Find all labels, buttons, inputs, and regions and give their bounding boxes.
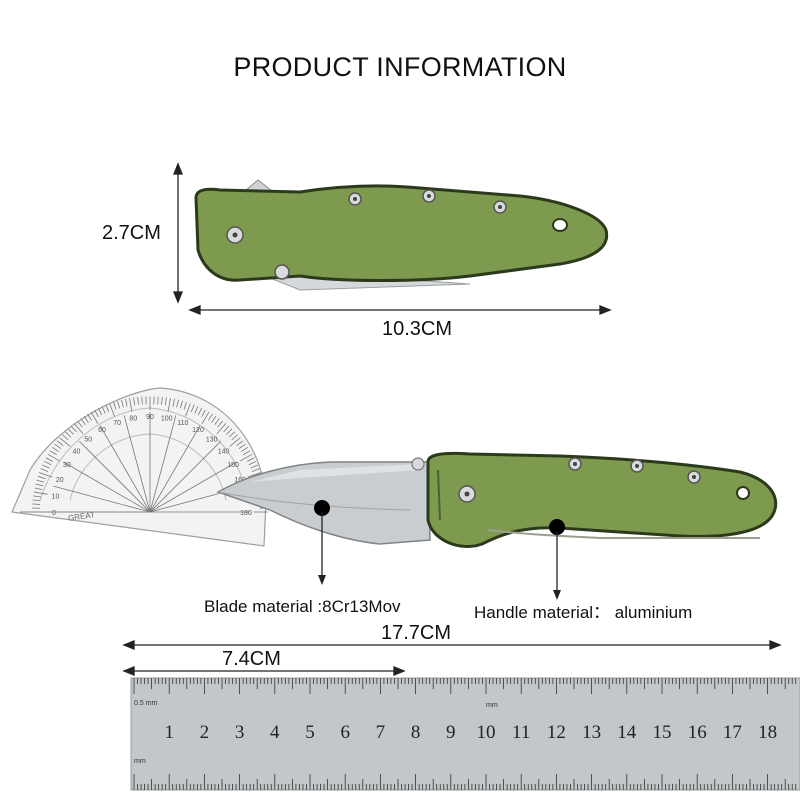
blade-length-arrow [122, 666, 406, 676]
ruler-number: 5 [305, 722, 315, 743]
blade-length-label: 7.4CM [222, 648, 281, 670]
ruler-number: 7 [376, 722, 386, 743]
blade-callout-marker [314, 500, 330, 585]
ruler-number: 4 [270, 722, 280, 743]
protractor-label: 10 [52, 493, 60, 500]
height-dimension-arrow [173, 162, 183, 304]
protractor-label: 30 [63, 462, 71, 469]
protractor: 9080100701106012050130401403015020160101… [11, 387, 268, 547]
protractor-label: 180 [240, 510, 252, 517]
ruler-number: 11 [512, 722, 530, 743]
ruler-number: 8 [411, 722, 421, 743]
protractor-label: 40 [73, 448, 81, 455]
ruler-number: 13 [582, 722, 601, 743]
protractor-label: 60 [98, 427, 106, 434]
page-title: PRODUCT INFORMATION [233, 52, 567, 82]
protractor-label: 90 [146, 414, 154, 421]
ruler-unit-label-mid: mm [486, 702, 498, 709]
ruler-number: 6 [340, 722, 350, 743]
handle-callout-marker [549, 519, 565, 600]
protractor-label: 140 [218, 448, 230, 455]
blade-material-label: Blade material :8Cr13Mov [204, 597, 401, 616]
protractor-label: 100 [161, 415, 173, 422]
ruler-number: 3 [235, 722, 245, 743]
protractor-label: 80 [129, 415, 137, 422]
ruler-unit-label-bottom: mm [134, 758, 146, 765]
ruler-unit-label: mm [145, 700, 158, 707]
open-knife [216, 451, 778, 548]
ruler-small-label: 0.5 [134, 700, 144, 707]
protractor-label: 110 [177, 420, 188, 427]
height-label: 2.7CM [102, 222, 161, 244]
ruler-number: 15 [653, 722, 672, 743]
protractor-label: 20 [56, 477, 64, 484]
ruler-number: 12 [547, 722, 566, 743]
ruler-number: 9 [446, 722, 456, 743]
closed-knife [194, 179, 609, 291]
handle-material-label: Handle material： aluminium [474, 603, 693, 622]
ruler-number: 16 [688, 722, 707, 743]
ruler-number: 10 [477, 722, 496, 743]
ruler-number: 2 [200, 722, 210, 743]
length-dimension-arrow [188, 305, 612, 315]
total-length-label: 17.7CM [381, 622, 452, 644]
protractor-label: 120 [192, 427, 204, 434]
ruler-number: 18 [758, 722, 777, 743]
total-length-arrow [122, 640, 782, 650]
protractor-label: 150 [227, 462, 239, 469]
protractor-label: 0 [52, 510, 56, 517]
closed-length-label: 10.3CM [382, 318, 453, 340]
ruler-number: 1 [164, 722, 174, 743]
protractor-label: 50 [84, 436, 92, 443]
protractor-label: 70 [113, 420, 121, 427]
ruler-number: 17 [723, 722, 742, 743]
protractor-label: 130 [206, 436, 218, 443]
ruler-number: 14 [617, 722, 637, 743]
